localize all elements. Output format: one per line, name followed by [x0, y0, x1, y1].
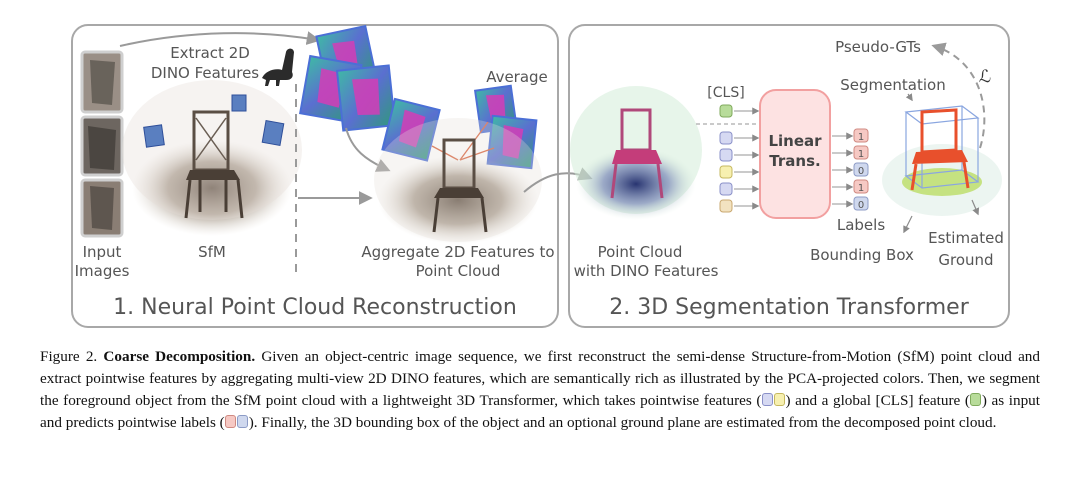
output-label-4: 1 [858, 183, 864, 194]
linear-transformer-block [759, 89, 831, 219]
figure-caption: Figure 2. Coarse Decomposition. Given an… [40, 346, 1040, 434]
bounding-box-label: Bounding Box [810, 246, 914, 264]
camera-frame [261, 120, 285, 146]
caption-text-part1: Given an object-centric image sequence, … [40, 348, 1040, 409]
sfm-label: SfM [198, 243, 226, 261]
output-label-1: 1 [858, 132, 864, 143]
output-labels: 1 1 0 1 0 [832, 128, 869, 211]
label-one-chip [225, 415, 237, 428]
label-zero-chip [237, 415, 249, 428]
caption-text-part2: ) and a global [CLS] feature ( [785, 392, 970, 409]
caption-text-part4: ). Finally, the 3D bounding box of the o… [248, 414, 997, 431]
average-label: Average [486, 68, 548, 86]
segmented-object [882, 105, 1002, 216]
dino-icon [262, 48, 294, 86]
labels-label: Labels [837, 216, 885, 234]
linear-label-line2: Trans. [769, 152, 820, 170]
camera-frame [143, 124, 165, 148]
input-label-line2: Images [75, 262, 130, 280]
dino-feature-images [299, 24, 538, 170]
pseudo-gt-dashed-arrow [931, 42, 986, 149]
output-label-5: 0 [858, 200, 864, 211]
extract-arrow [119, 31, 321, 47]
panel-neural-reconstruction: Input Images Extract 2D DINO Features Sf… [71, 24, 559, 328]
segmentation-label: Segmentation [840, 76, 945, 94]
input-label-line1: Input [83, 243, 122, 261]
output-label-3: 0 [858, 166, 864, 177]
point-feature-tokens [719, 131, 760, 213]
caption-bold-title: Coarse Decomposition. [103, 348, 256, 365]
panel-segmentation-transformer: Point Cloud with DINO Features [CLS] Lin… [568, 24, 1010, 328]
point-feature-chip [761, 393, 773, 406]
bounding-box [904, 105, 980, 189]
point-cloud-label-line1: Point Cloud [598, 243, 683, 261]
figure-diagram: Input Images Extract 2D DINO Features Sf… [71, 24, 1010, 328]
dino-point-cloud [570, 86, 702, 220]
input-image-stack [80, 50, 124, 238]
caption-text-part3: ) as input and predicts pointwise labels… [40, 392, 1040, 431]
estimated-label-line1: Estimated [928, 229, 1004, 247]
cls-feature-chip [970, 393, 982, 406]
point-feature-chip [773, 393, 785, 406]
panel1-title: 1. Neural Point Cloud Reconstruction [113, 295, 517, 320]
panel2-title: 2. 3D Segmentation Transformer [609, 295, 969, 320]
pseudo-gt-label: Pseudo-GTs [835, 38, 921, 56]
aggregated-point-cloud [374, 118, 542, 244]
camera-frame [231, 94, 247, 112]
extract-label-line2: DINO Features [151, 64, 259, 82]
output-label-2: 1 [858, 149, 864, 160]
linear-label-line1: Linear [768, 132, 822, 150]
caption-figure-number: Figure 2. [40, 348, 98, 365]
loss-symbol: ℒ [979, 67, 991, 87]
cls-token-chip [719, 104, 733, 118]
point-cloud-label-line2: with DINO Features [574, 262, 719, 280]
sfm-point-cloud [122, 80, 302, 236]
estimated-label-line2: Ground [938, 251, 993, 269]
aggregate-label-line1: Aggregate 2D Features to [361, 243, 554, 261]
aggregate-label-line2: Point Cloud [416, 262, 501, 280]
cls-label: [CLS] [707, 85, 744, 101]
extract-label-line1: Extract 2D [170, 44, 250, 62]
aggregate-arrow [345, 127, 391, 172]
